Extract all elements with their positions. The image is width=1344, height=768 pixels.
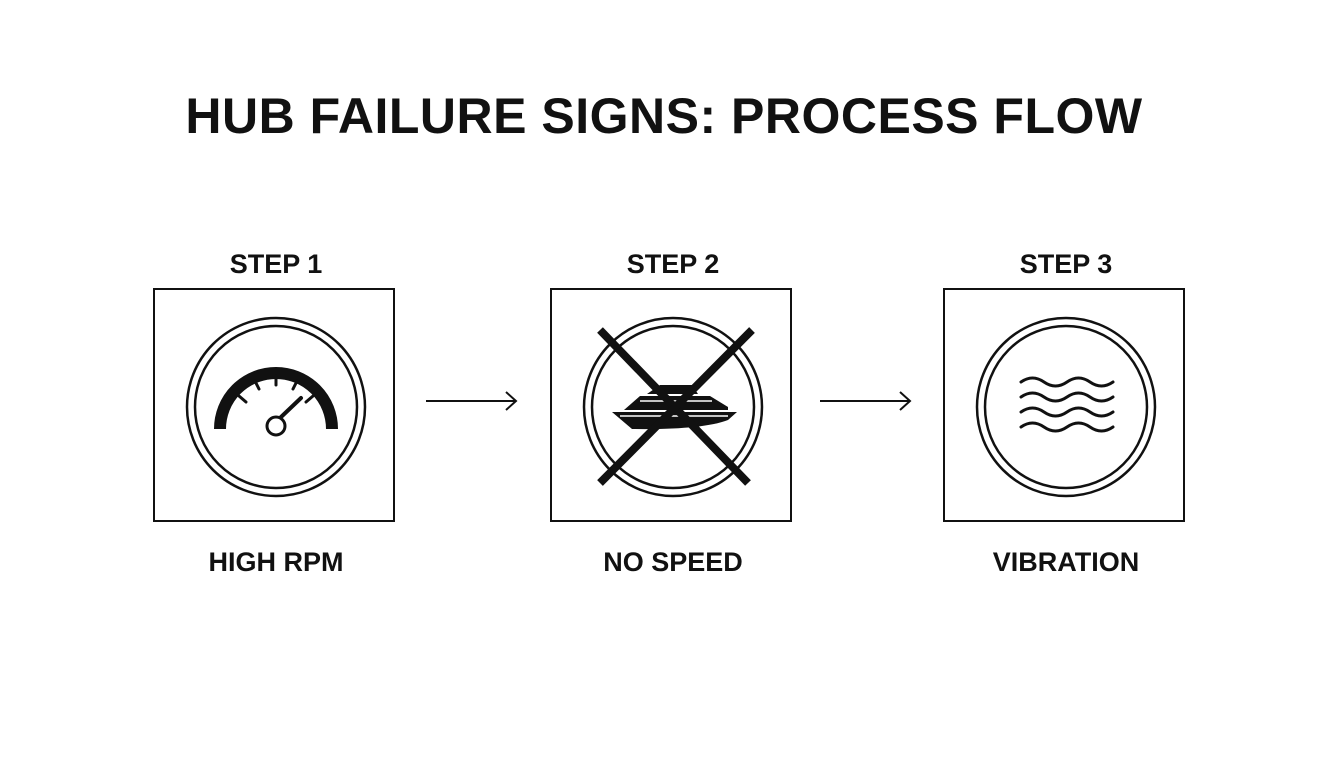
step-2-box [550,288,792,522]
step-1-caption: HIGH RPM [208,547,344,577]
step-1-box [153,288,395,522]
step-2-label: STEP 2 [626,249,720,279]
step-3: STEP 3 VIBRATION [941,246,1191,586]
step-2: STEP 2 NO SPEED [548,246,798,586]
right-arrow-icon [820,391,912,411]
boat-crossed-out-icon [582,316,764,498]
step-3-label: STEP 3 [1019,249,1113,279]
step-3-box [943,288,1185,522]
step-3-caption: VIBRATION [992,547,1140,577]
vibration-waves-icon [975,316,1157,498]
step-1-label: STEP 1 [229,249,323,279]
step-2-caption: NO SPEED [603,547,743,577]
tachometer-gauge-icon [185,316,367,498]
step-1: STEP 1 HIGH RPM [151,246,401,586]
right-arrow-icon [426,391,518,411]
diagram-title: HUB FAILURE SIGNS: PROCESS FLOW [185,88,1143,144]
